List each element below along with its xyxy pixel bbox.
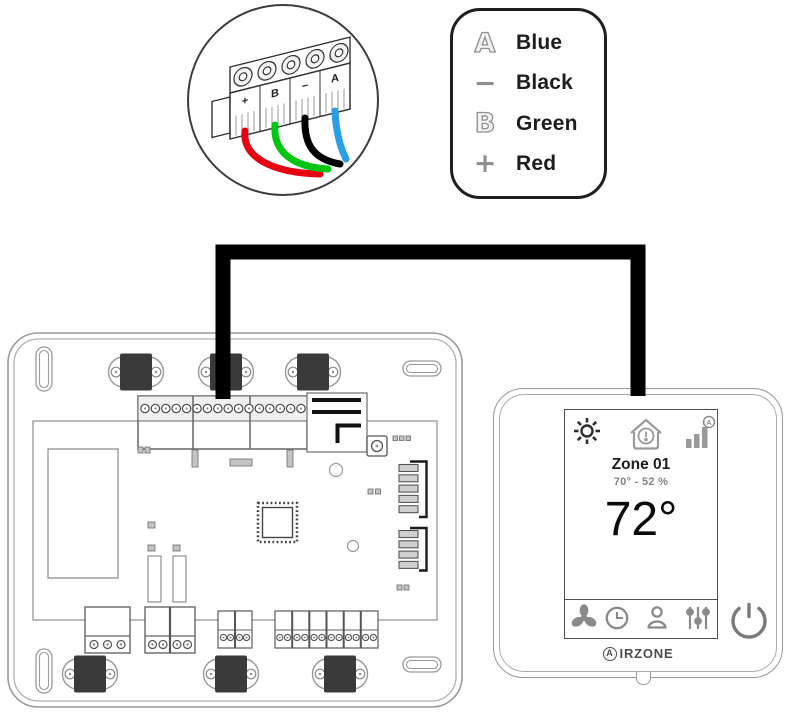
zone-name: Zone 01 [611, 456, 671, 473]
airzone-logo-a: A [602, 646, 617, 661]
legend-label-green: Green [516, 111, 578, 135]
cable-clamp [61, 654, 119, 694]
control-board [7, 332, 463, 708]
mounting-slot-bottom-left [35, 648, 53, 694]
setpoint-humidity: 70° - 52 % [613, 476, 669, 488]
legend-row-blue: A Blue [469, 26, 598, 60]
side-connector-2 [398, 526, 428, 572]
cable-clamp [202, 654, 260, 694]
room-temperature: 72° [604, 493, 678, 546]
pcb-hole [346, 539, 360, 553]
terminal-label-plus: + [242, 94, 249, 108]
fan-icon[interactable] [570, 604, 598, 628]
transformer [47, 448, 119, 579]
cable-clamp [197, 352, 255, 392]
red-wire [241, 127, 324, 178]
output-terminal-block-3 [217, 610, 253, 649]
signal-a-icon: A [686, 415, 716, 448]
blue-wire [331, 107, 350, 163]
airzone-logo-text: IRZONE [619, 646, 674, 661]
black-wire [301, 114, 344, 168]
sliders-icon[interactable] [686, 607, 710, 629]
terminal-label-b: B [271, 87, 279, 101]
mode-icons: A [574, 415, 716, 450]
svg-text:A: A [706, 418, 712, 427]
terminal-label-a: A [331, 72, 339, 86]
sun-mode-icon [574, 418, 600, 444]
terminal-a-symbol: A [474, 27, 496, 59]
capacitor [147, 555, 162, 603]
output-terminal-block-4 [274, 610, 379, 649]
terminal-b-symbol: B [474, 108, 496, 140]
legend-row-red: + Red [469, 147, 598, 181]
airzone-logo: A IRZONE [494, 646, 782, 661]
antenna-module [306, 392, 368, 453]
legend-row-green: B Green [469, 107, 598, 141]
cable-clamp [107, 352, 165, 392]
home-temp-icon [630, 418, 662, 450]
legend-row-black: − Black [469, 66, 598, 100]
mounting-slot-bottom-right [402, 656, 442, 673]
side-connector-1 [398, 460, 428, 519]
output-terminal-block-2 [144, 606, 196, 654]
mounting-slot-top-right [402, 360, 442, 377]
reset-button [366, 435, 388, 457]
power-icon[interactable] [730, 601, 768, 641]
terminal-minus-symbol: − [473, 67, 497, 99]
output-terminal-block-1 [84, 606, 131, 654]
terminal-connector: + B − A [211, 36, 351, 178]
cable-clamp [284, 352, 342, 392]
thermostat-device: A Zone 01 70° - 52 % 72° [493, 388, 783, 685]
capacitor [172, 555, 187, 603]
legend-label-blue: Blue [516, 31, 563, 55]
bus-terminal-strip [137, 395, 308, 450]
legend-label-black: Black [516, 71, 574, 95]
thermostat-menu-bar [565, 599, 717, 638]
microcontroller-chip [256, 501, 299, 544]
legend-label-red: Red [516, 151, 557, 175]
connector-inset: + B − A [187, 4, 379, 196]
clock-icon[interactable] [605, 606, 629, 630]
terminal-plus-symbol: + [473, 148, 497, 180]
thermostat-screen: A Zone 01 70° - 52 % 72° [564, 409, 718, 639]
wiring-legend: A Blue − Black B Green + Red [450, 8, 607, 199]
user-icon[interactable] [647, 606, 667, 629]
thermostat-bottom-notch [636, 672, 651, 685]
pcb-hole [328, 462, 344, 478]
green-wire [271, 121, 332, 173]
screw-terminals [233, 42, 349, 87]
passive-components [137, 435, 411, 591]
terminal-label-minus: − [302, 80, 309, 94]
mounting-slot-top-left [35, 346, 53, 392]
cable-clamp [311, 654, 369, 694]
